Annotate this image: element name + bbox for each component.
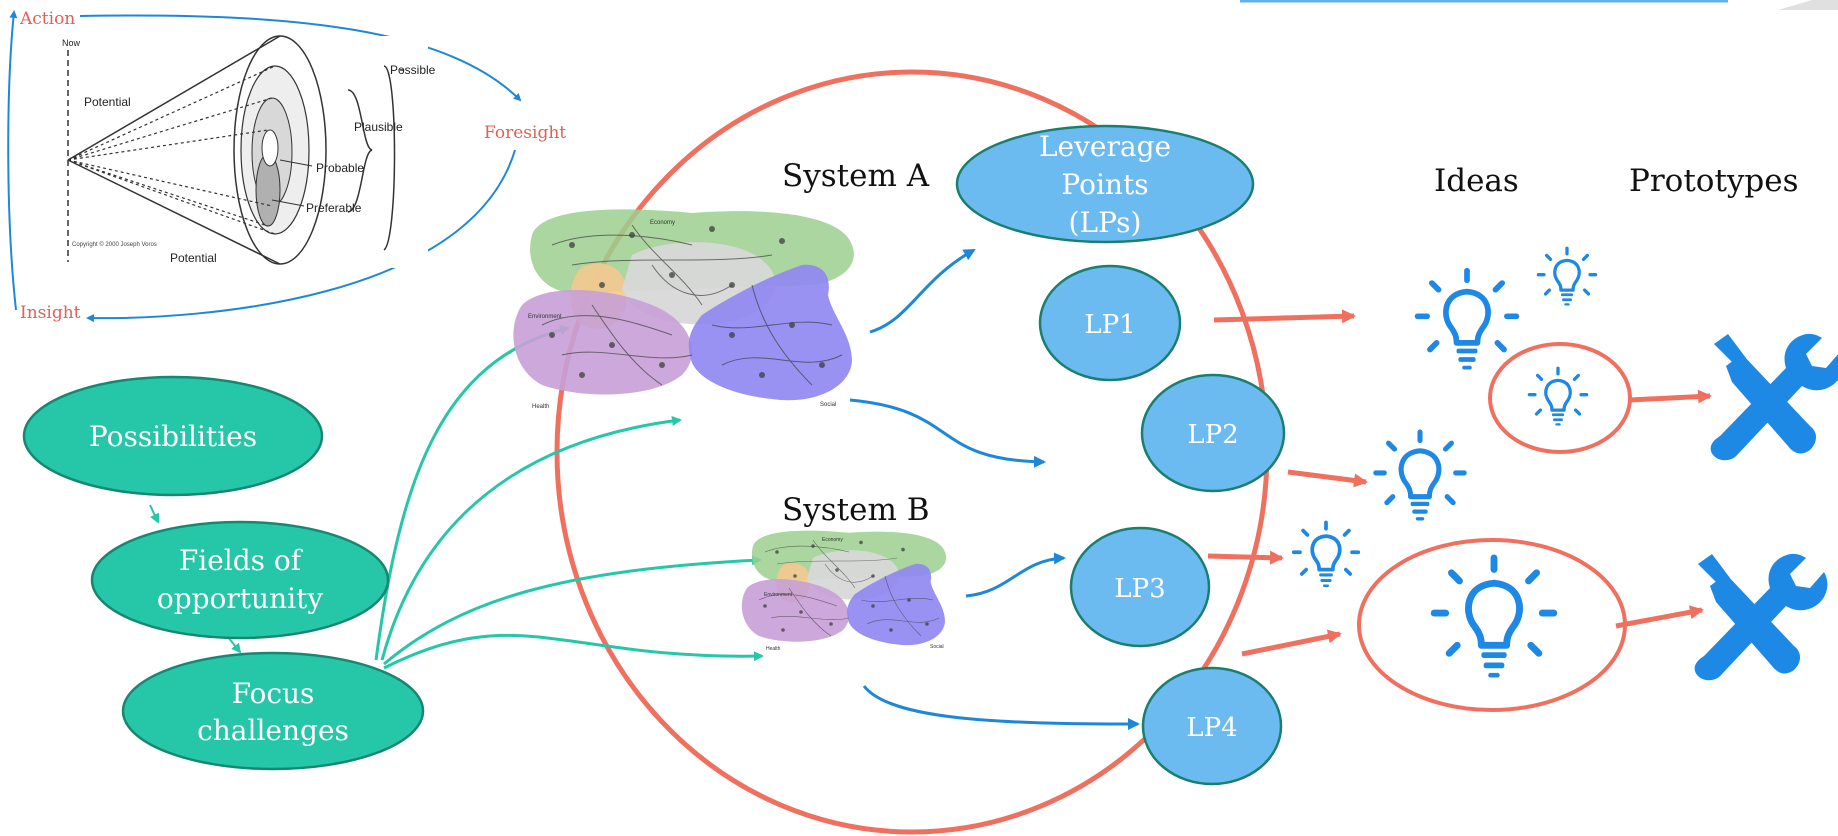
system-a-environment-label: Environment: [528, 314, 562, 320]
insight-label: Insight: [20, 303, 81, 323]
arrow-focus-system-b-1: [383, 555, 762, 666]
system-b-map: [741, 530, 947, 646]
system-a-health-label: Health: [532, 404, 549, 410]
foresight-label: Foresight: [484, 123, 566, 143]
ideas-column: [1291, 246, 1632, 712]
system-b-label: System B: [782, 492, 930, 528]
system-b: System B Economy Environment Health Soci…: [741, 492, 947, 652]
arrow-system-a-to-leverage: [869, 248, 976, 334]
system-a-economy-label: Economy: [650, 220, 675, 226]
lp2-node: [1140, 373, 1286, 493]
fields-label-line1: Fields of: [179, 544, 304, 577]
possibilities-node: [22, 375, 324, 497]
leverage-label-line3: (LPs): [1069, 206, 1142, 239]
foresight-cycle: Action Foresight Insight: [7, 9, 566, 323]
plausible-brace: [347, 89, 373, 213]
lp1-label: LP1: [1084, 310, 1135, 340]
system-a-map: [512, 208, 855, 401]
preferable-label: Preferable: [306, 201, 362, 215]
arrow-focus-system-b-2: [383, 633, 764, 670]
prototypes-column: [1694, 333, 1838, 681]
system-b-social-label: Social: [930, 644, 944, 650]
probable-pointer: [279, 159, 313, 167]
system-b-economy-label: Economy: [822, 537, 843, 543]
copyright-label: Copyright © 2000 Joseph Voros: [72, 241, 157, 248]
tools-icon: [1694, 553, 1828, 681]
focus-label-line1: Focus: [232, 677, 315, 710]
lightbulb-icon: [1376, 432, 1464, 520]
lp2-label: LP2: [1187, 420, 1238, 450]
left-flow: Possibilities Fields of opportunity Focu…: [22, 325, 764, 771]
leverage-points-node: [955, 124, 1255, 244]
lightbulb-icon: [1536, 246, 1598, 308]
lightbulb-icon: [1434, 558, 1554, 678]
arrow-fields-focus: [227, 636, 242, 654]
cone-inner-lines: [67, 65, 276, 235]
lp-to-idea-arrows: [1207, 309, 1712, 657]
possible-label: Possible: [390, 63, 436, 77]
arrow-system-b-to-lp4: [862, 685, 1140, 730]
arrow-possibilities-fields: [149, 504, 160, 524]
fields-of-opportunity-node: [90, 520, 390, 640]
preferable-pointer: [271, 199, 305, 207]
fields-label-line2: opportunity: [157, 582, 323, 615]
lp3-label: LP3: [1114, 574, 1165, 604]
potential-bottom-label: Potential: [170, 251, 217, 265]
corner-decoration: [1778, 0, 1838, 10]
arrow-idea-to-prototype-1: [1629, 389, 1712, 404]
arrow-lp3-idea: [1207, 550, 1284, 565]
cycle-arrow-foresight-insight: [86, 149, 516, 323]
focus-label-line2: challenges: [197, 714, 349, 747]
arrow-idea-to-prototype-2: [1615, 605, 1704, 629]
possibilities-label: Possibilities: [89, 420, 257, 453]
lp1-node: [1038, 264, 1182, 382]
arrow-system-a-to-lp2: [849, 398, 1046, 468]
now-label: Now: [62, 38, 81, 48]
lp4-node: [1141, 666, 1283, 786]
leverage-points: Leverage Points (LPs) LP1 LP2 LP3 LP4: [955, 124, 1286, 786]
prototypes-header: Prototypes: [1629, 163, 1799, 199]
arrow-lp1-idea: [1213, 309, 1356, 324]
cycle-arrow-insight-action: [7, 10, 18, 311]
cone-outer-lines: [67, 35, 281, 265]
futures-cone-figure: Now Potential Potential Possible Plausib…: [58, 35, 436, 268]
tools-icon: [1710, 333, 1838, 461]
potential-top-label: Potential: [84, 95, 131, 109]
plausible-label: Plausible: [354, 120, 403, 134]
lightbulb-icon: [1291, 520, 1361, 589]
leverage-label-line1: Leverage: [1039, 130, 1171, 163]
system-b-environment-label: Environment: [764, 592, 793, 598]
lightbulb-icon: [1418, 271, 1517, 370]
lp4-label: LP4: [1186, 713, 1237, 743]
selected-idea-circle: [1488, 342, 1632, 454]
focus-challenges-node: [121, 651, 425, 771]
lp3-node: [1069, 526, 1211, 648]
cone-core: [261, 129, 279, 167]
system-a-label: System A: [782, 158, 930, 194]
possible-brace: [383, 65, 404, 251]
action-label: Action: [19, 9, 75, 29]
arrow-focus-system-a-2: [380, 416, 682, 661]
cycle-arrow-action-foresight: [79, 14, 522, 102]
system-b-health-label: Health: [766, 646, 781, 652]
system-to-lp-arrows: [849, 248, 1140, 730]
arrow-system-b-to-lp3: [965, 552, 1066, 598]
lightbulb-icon: [1527, 366, 1589, 428]
leverage-label-line2: Points: [1061, 168, 1148, 201]
ideas-header: Ideas: [1434, 163, 1519, 199]
system-a: System A Economy Environment Health Soci…: [512, 158, 930, 410]
arrow-lp2-idea: [1287, 469, 1368, 488]
system-a-social-label: Social: [820, 402, 836, 408]
selected-idea-circle: [1357, 538, 1627, 712]
arrow-lp4-idea: [1241, 629, 1342, 657]
probable-label: Probable: [316, 161, 364, 175]
